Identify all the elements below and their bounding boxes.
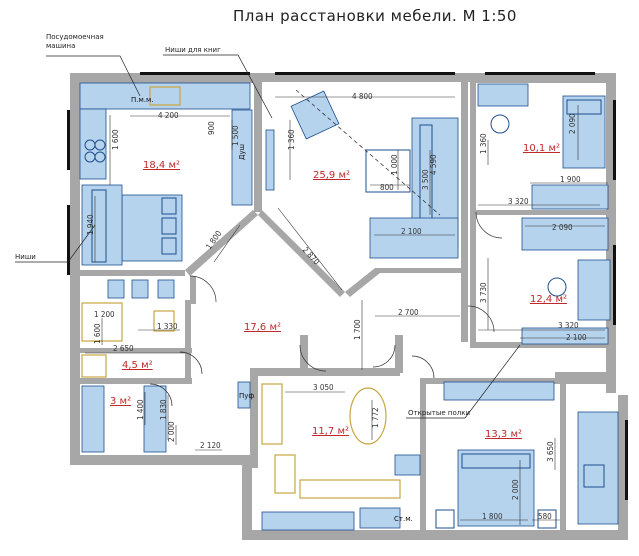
dim-label: 2 650 [113, 344, 134, 353]
dim-label: 1 360 [479, 133, 488, 154]
callout-niches: Ниши [15, 253, 36, 261]
dim-label: 2 100 [566, 333, 587, 342]
dim-label: 1 940 [86, 214, 95, 235]
area-living: 25,9 м² [313, 170, 350, 181]
dim-label: 2 000 [167, 421, 176, 442]
area-bedroom-mid: 12,4 м² [530, 294, 567, 305]
callout-dishwasher: Посудомоечная машина [46, 33, 106, 50]
dim-label: 900 [207, 121, 216, 135]
doors [149, 211, 503, 407]
dim-label: 2 700 [398, 308, 419, 317]
plan-title: План расстановки мебели. М 1:50 [233, 7, 517, 25]
small-bath-furniture [81, 279, 175, 453]
callout-book-niche: Ниши для книг [165, 46, 221, 54]
dim-label: 2 100 [401, 227, 422, 236]
dim-label: 2 090 [568, 113, 577, 134]
room-areas: 18,4 м² 25,9 м² 10,1 м² 17,6 м² 12,4 м² … [110, 143, 567, 440]
dim-label: 3 320 [508, 197, 529, 206]
area-kitchen: 18,4 м² [143, 160, 180, 171]
dim-label: 3 320 [558, 321, 579, 330]
area-hall: 17,6 м² [244, 322, 281, 333]
dim-label: 4 200 [158, 111, 179, 120]
dim-label: 3 500 [421, 169, 430, 190]
area-bedroom-small: 10,1 м² [523, 143, 560, 154]
dim-label: 1 360 [287, 129, 296, 150]
dishwasher-label: П.м.м. [131, 96, 154, 104]
dim-label: 2 000 [511, 479, 520, 500]
dimension-labels: 4 200 900 1 600 1 500 4 800 1 360 800 1 … [86, 92, 587, 521]
dim-label: 1 600 [111, 129, 120, 150]
area-wc: 3 м² [110, 396, 131, 407]
callout-open-shelves: Открытые полки [408, 409, 470, 417]
dim-label: 1 800 [482, 512, 503, 521]
dim-label: 2 090 [552, 223, 573, 232]
dim-label: 1 500 [231, 125, 240, 146]
bedroom-large-furniture [435, 381, 619, 529]
washer-label: Ст.м. [394, 515, 413, 523]
walls [70, 73, 628, 540]
dim-label: 3 730 [479, 282, 488, 303]
callout-dishwasher-line1: Посудомоечная [46, 33, 104, 41]
area-bathroom: 11,7 м² [312, 426, 349, 437]
dim-label: 1 830 [159, 399, 168, 420]
windows [67, 72, 628, 500]
callout-dishwasher-line2: машина [46, 42, 75, 50]
dim-label: 2 120 [200, 441, 221, 450]
dim-label: 3 050 [313, 383, 334, 392]
dim-label: 1 330 [157, 322, 178, 331]
dim-label: 800 [380, 183, 394, 192]
pouf-label: Пуф [239, 392, 254, 400]
dim-label: 1 000 [390, 154, 399, 175]
area-bath-small: 4,5 м² [122, 360, 153, 371]
dim-label: 1 400 [136, 399, 145, 420]
dim-label: 4 590 [429, 154, 438, 175]
dim-label: 4 800 [352, 92, 373, 101]
dim-label: 580 [538, 512, 552, 521]
dim-label: 1 200 [94, 310, 115, 319]
dim-label: 1 600 [93, 323, 102, 344]
dim-label: 3 650 [546, 441, 555, 462]
dim-label: 1 700 [353, 319, 362, 340]
dim-label: 1 772 [371, 407, 380, 428]
bedroom-mid-furniture [521, 217, 611, 345]
kitchen-furniture: П.м.м. Душ [79, 82, 253, 266]
shower-label: Душ [238, 144, 246, 160]
area-bedroom-large: 13,3 м² [485, 429, 522, 440]
dim-label: 1 900 [560, 175, 581, 184]
living-furniture [265, 89, 459, 259]
dimension-lines [85, 96, 608, 525]
bathroom-furniture: Пуф Ст.м. [237, 381, 421, 531]
callouts: Посудомоечная машина Ниши для книг Ниши … [15, 33, 521, 419]
